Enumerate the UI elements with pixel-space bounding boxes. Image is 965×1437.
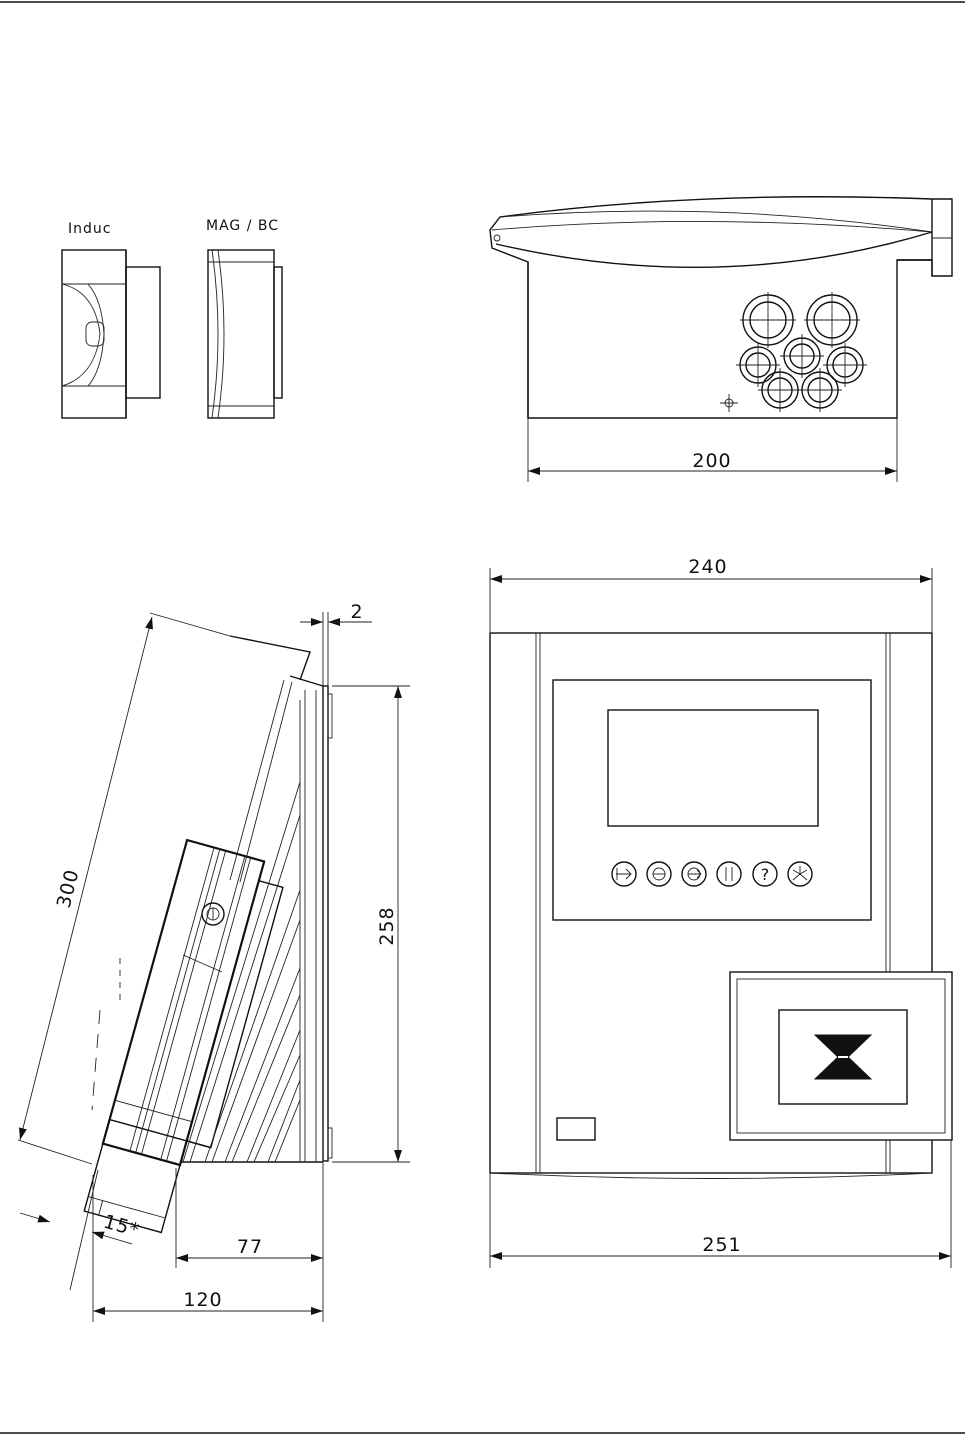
mag-bc-view: MAG / BC	[206, 218, 282, 418]
wall-plate	[323, 686, 328, 1161]
pause-button[interactable]	[717, 862, 741, 886]
display-panel	[553, 680, 871, 920]
sensor-module	[730, 972, 952, 1140]
dim-front-bottom-width: 251	[702, 1234, 741, 1256]
lock-icon	[202, 903, 224, 925]
minus-button[interactable]	[647, 862, 671, 886]
help-button[interactable]: ?	[753, 862, 777, 886]
right-arrow-button[interactable]	[682, 862, 706, 886]
dim-side-depth-inner: 77	[237, 1236, 263, 1258]
cooling-fins	[180, 636, 323, 1162]
dim-side-tilt: 15*	[101, 1211, 142, 1242]
dim-side-diagonal: 300	[53, 867, 84, 910]
front-view: 240	[490, 556, 952, 1268]
asterisk-button[interactable]	[788, 862, 812, 886]
induc-label: Induc	[68, 221, 111, 237]
induc-view: Induc	[62, 221, 160, 418]
mag-bc-label: MAG / BC	[206, 218, 279, 234]
dim-side-height: 258	[376, 906, 398, 945]
dim-top-width: 200	[692, 450, 731, 472]
dim-front-width: 240	[688, 556, 727, 578]
side-view: 300 2 258 15* 77 120	[18, 601, 410, 1322]
help-glyph: ?	[761, 865, 770, 884]
label-plate	[557, 1118, 595, 1140]
dim-side-gap: 2	[350, 601, 363, 623]
display-screen	[608, 710, 818, 826]
top-view: 200	[490, 197, 952, 482]
keypad: ?	[612, 862, 812, 886]
dim-side-depth-total: 120	[183, 1289, 222, 1311]
enter-button[interactable]	[612, 862, 636, 886]
